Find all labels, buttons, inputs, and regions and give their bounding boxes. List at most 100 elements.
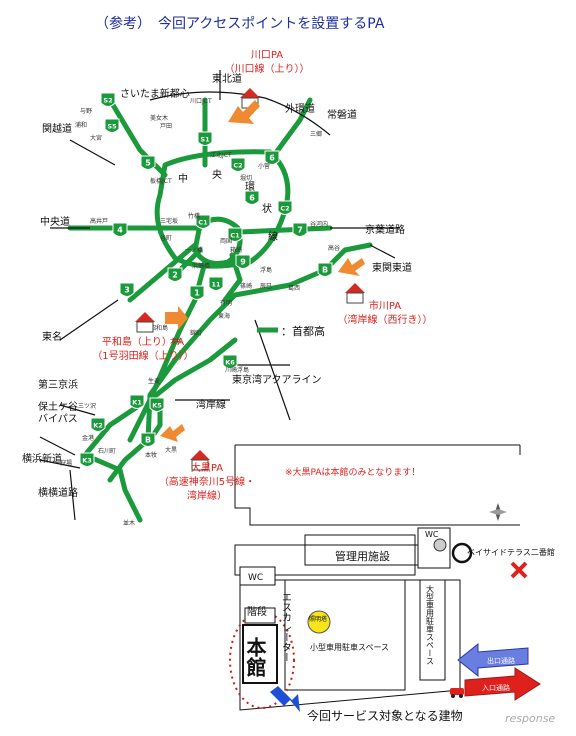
svg-text:4: 4 <box>117 226 123 235</box>
place-label: 三郷 <box>310 130 322 138</box>
saitama-label: さいたま新都心 <box>120 87 190 100</box>
svg-text:2: 2 <box>172 271 178 280</box>
floor-plan-labels: 管理用施設 WC WC 階段 エスカレーター 小型車用駐車スペース 大型車用駐車… <box>243 530 555 725</box>
place-label: 浜崎橋 <box>192 262 210 270</box>
heiwajima-pa-name: 平和島（上り）PA <box>102 335 184 348</box>
wc-person-icon <box>433 538 447 552</box>
route-badge: 7 <box>292 222 308 237</box>
wangan-label: 湾岸線 <box>196 398 226 411</box>
place-label: 浮島 <box>260 266 272 274</box>
place-label: 狩場 <box>60 459 72 467</box>
place-labels: 川口JCT美女木戸田大宮与野浦和三郷江北JCT小菅堀切板橋JCT高井戸三宅坂竹橋… <box>60 98 340 527</box>
target-building-arrow-icon <box>270 686 300 712</box>
place-label: 川口JCT <box>190 98 212 105</box>
place-label: 谷河内 <box>310 220 328 228</box>
route-badge: 6 <box>264 150 280 165</box>
svg-text:7: 7 <box>297 226 303 235</box>
svg-text:B: B <box>145 436 151 445</box>
route-badge: K2 <box>90 417 106 432</box>
place-label: 高谷 <box>328 244 340 252</box>
route-badge: C1 <box>195 214 211 229</box>
escalator-label: エスカレーター <box>280 592 292 662</box>
route-badge: S1 <box>197 131 213 146</box>
place-label: 生麦 <box>148 377 160 385</box>
other-roads <box>39 70 400 521</box>
cross-marker-icon <box>510 561 528 579</box>
keiyo-label: 京葉道路 <box>365 223 405 236</box>
circle-marker-icon <box>451 542 473 564</box>
entrance-road-arrow-icon: 入口通路 <box>464 667 541 701</box>
route-badge: S5 <box>104 118 120 133</box>
place-label: 竹橋 <box>188 212 200 220</box>
daikoku-note: ※大黒PAは本館のみとなります！ <box>285 466 420 478</box>
page-title: （参考） 今回アクセスポイントを設置するPA <box>95 15 385 32</box>
ring-label: 線 <box>268 230 278 243</box>
route-badge: 5 <box>140 155 156 170</box>
legend: ：首都高 <box>257 324 325 338</box>
place-label: 金港 <box>82 434 94 442</box>
aqua-line-label: 東京湾アクアライン <box>232 373 322 386</box>
large-parking-strip <box>419 579 446 681</box>
kanri-shisetsu <box>304 544 416 566</box>
caption-label: 今回サービス対象となる建物 <box>307 708 463 723</box>
chuodo-label: 中央道 <box>40 215 70 228</box>
svg-text:照明塔: 照明塔 <box>309 615 327 623</box>
place-label: 箱崎 <box>230 246 242 254</box>
route-badge: K5 <box>149 397 165 412</box>
higashikanto-label: 東関東道 <box>372 261 412 274</box>
daikoku-arrow-icon <box>160 424 185 442</box>
place-label: 篠崎 <box>240 282 252 290</box>
place-label: 与野 <box>80 107 92 115</box>
ring-label: 央 <box>212 168 222 181</box>
place-label: 両国 <box>220 238 232 245</box>
place-label: 堀切 <box>240 174 252 182</box>
honkan-highlight <box>229 611 295 709</box>
lighting-tower-icon: 照明塔 <box>307 610 331 634</box>
ring-label: 環 <box>245 181 255 193</box>
place-label: 昭和島 <box>150 324 168 332</box>
place-label: 大宮 <box>90 134 102 142</box>
small-parking-area <box>284 579 406 691</box>
svg-text:C2: C2 <box>280 205 289 213</box>
place-label: 錦町 <box>190 329 202 337</box>
yokohama-shindo-label: 横浜新道 <box>22 452 62 465</box>
svg-text:K6: K6 <box>225 359 235 367</box>
svg-text:K2: K2 <box>93 422 103 430</box>
heiwajima-pa-house-icon <box>135 312 155 333</box>
heiwajima-arrow-icon <box>165 306 188 330</box>
svg-text:C1: C1 <box>198 219 208 227</box>
honkan-building <box>242 624 278 684</box>
place-label: 本牧 <box>145 451 157 459</box>
route-badge: C2 <box>230 157 246 172</box>
place-label: 戸田 <box>160 123 172 130</box>
daikoku-pa-route-1: （高速神奈川5号線・ <box>159 475 255 488</box>
car-icon <box>450 688 464 698</box>
place-label: 谷町 <box>160 234 172 242</box>
compass-icon <box>489 503 507 521</box>
joban-label: 常磐道 <box>327 108 357 121</box>
kaidan-label: 階段 <box>247 605 267 618</box>
place-label: 三宅坂 <box>160 217 178 225</box>
svg-text:C2: C2 <box>233 162 242 170</box>
route-badge: K1 <box>129 394 145 409</box>
kawaguchi-pa-route: （川口線（上り）） <box>225 62 310 75</box>
wc-left-label: WC <box>248 573 263 583</box>
svg-text:6: 6 <box>269 154 275 163</box>
kanetsu-label: 関越道 <box>42 122 72 135</box>
exit-road-arrow-icon: 出口通路 <box>457 642 529 678</box>
wc-left-box <box>239 566 276 586</box>
route-badge: 6 <box>244 190 260 205</box>
place-label: 葛西 <box>288 284 300 292</box>
route-badge: 11 <box>208 276 224 291</box>
place-label: 三ツ沢 <box>78 402 96 410</box>
small-parking-label: 小型車用駐車スペース <box>310 642 389 652</box>
svg-text:3: 3 <box>124 286 130 295</box>
ichikawa-pa-route: （湾岸線（西行き）） <box>338 313 433 326</box>
c2-ring <box>154 149 291 269</box>
kawaguchi-arrow-icon <box>228 100 260 124</box>
heiwajima-pa-route: （1号羽田線（上り）） <box>92 349 193 362</box>
svg-text:5: 5 <box>145 159 151 168</box>
svg-text:1: 1 <box>194 289 200 298</box>
watermark-label: response <box>505 712 555 725</box>
